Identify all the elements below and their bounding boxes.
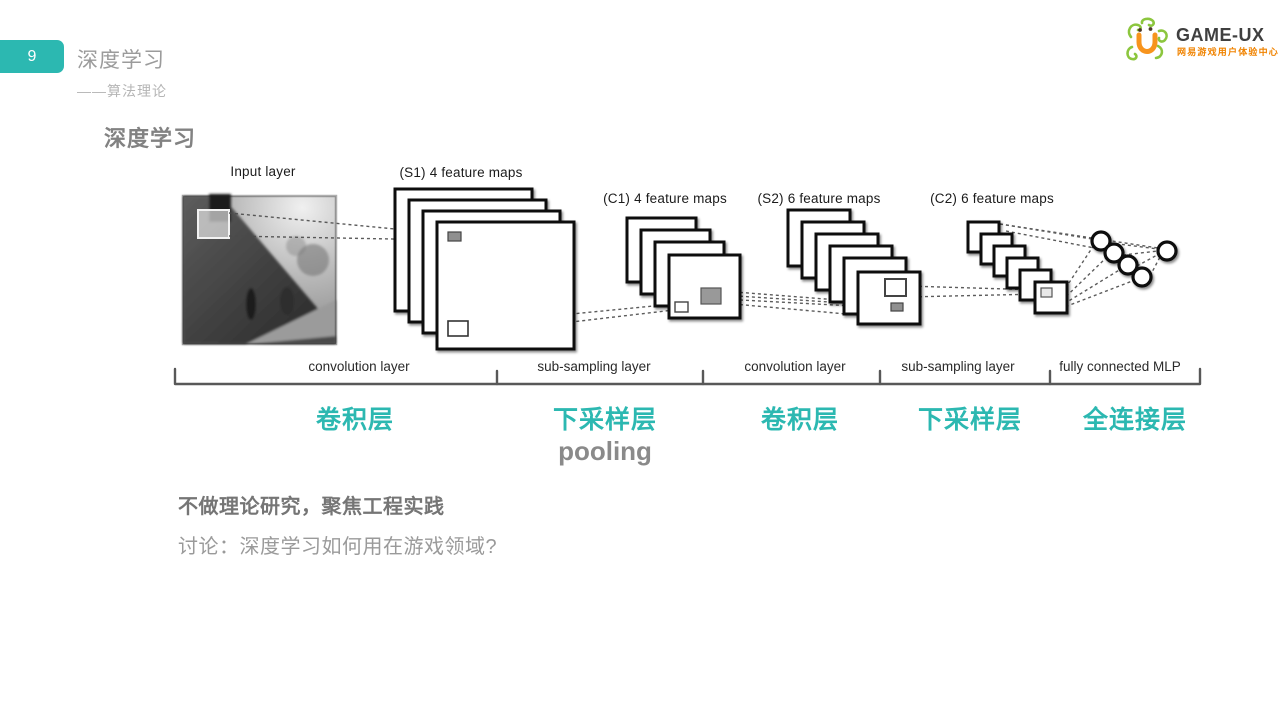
logo-name: GAME-UX (1176, 25, 1265, 45)
cnn-diagram (173, 187, 1202, 386)
s2-feature-maps (786, 208, 922, 326)
cn-label-convolution-1: 卷积层 (315, 406, 395, 434)
input-image-photo (181, 194, 338, 346)
header-title: 深度学习 (77, 49, 165, 72)
label-input-layer: Input layer (230, 164, 296, 179)
cn-label-subsampling-1: 下采样层 (552, 406, 658, 434)
mlp-neurons (1090, 230, 1178, 288)
label-s2: (S2) 6 feature maps (757, 191, 881, 206)
output-neuron (1156, 240, 1178, 262)
cn-label-convolution-2: 卷积层 (760, 406, 840, 434)
stage-bracket (173, 367, 1202, 386)
label-c1: (C1) 4 feature maps (603, 191, 727, 206)
cn-label-fully-connected: 全连接层 (1082, 406, 1188, 434)
bracket-label-subsampling-2: sub-sampling layer (901, 359, 1015, 374)
logo-u-smile (1136, 32, 1158, 55)
gameux-logo-icon (1126, 17, 1168, 61)
note-discussion: 讨论：深度学习如何用在游戏领域? (178, 536, 498, 558)
cn-label-subsampling-2: 下采样层 (917, 406, 1023, 434)
gameux-logo: GAME-UX 网易游戏用户体验中心 (1122, 14, 1278, 66)
s1-feature-maps (393, 187, 576, 351)
note-emphasis: 不做理论研究，聚焦工程实践 (178, 496, 445, 518)
c2-feature-maps (966, 220, 1069, 315)
bracket-label-convolution-1: convolution layer (308, 359, 410, 374)
c1-feature-maps (625, 216, 742, 320)
bracket-label-convolution-2: convolution layer (744, 359, 846, 374)
page-number-badge: 9 (0, 40, 64, 73)
header-subtitle: ——算法理论 (77, 83, 167, 99)
logo-tagline: 网易游戏用户体验中心 (1177, 47, 1280, 57)
label-c2: (C2) 6 feature maps (930, 191, 1054, 206)
label-s1: (S1) 4 feature maps (399, 165, 523, 180)
receptive-field-highlight (197, 209, 230, 239)
bracket-label-subsampling-1: sub-sampling layer (537, 359, 651, 374)
pooling-note: pooling (558, 436, 652, 466)
bracket-label-mlp: fully connected MLP (1059, 359, 1181, 374)
slide-title: 深度学习 (104, 126, 197, 151)
